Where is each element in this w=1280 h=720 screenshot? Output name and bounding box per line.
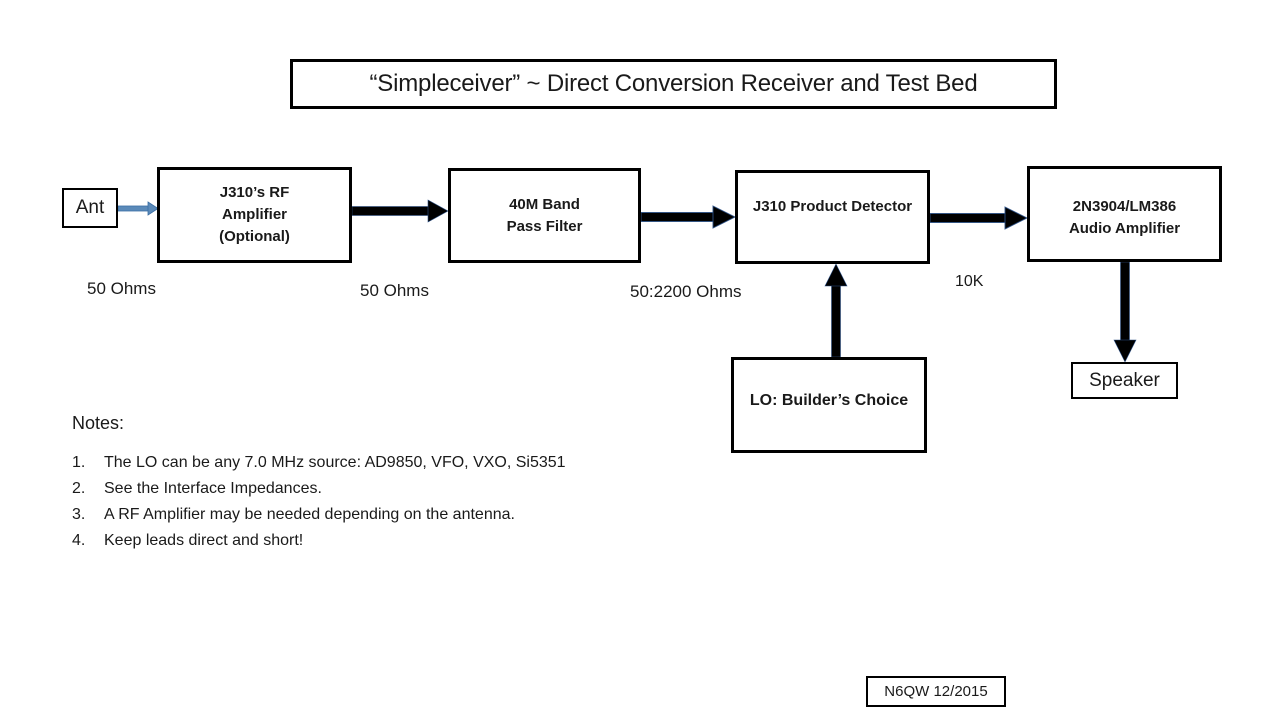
notes-list: 1. The LO can be any 7.0 MHz source: AD9… <box>72 450 692 554</box>
impedance-label-rf-amp: 50 Ohms <box>360 281 429 300</box>
credit-box: N6QW 12/2015 <box>866 676 1006 707</box>
audio-to-speaker-arrow <box>1113 261 1137 363</box>
notes-section: Notes: 1. The LO can be any 7.0 MHz sour… <box>72 413 692 554</box>
note-text: The LO can be any 7.0 MHz source: AD9850… <box>104 454 566 471</box>
rf-amplifier-block: J310’s RF Amplifier (Optional) <box>157 167 352 263</box>
band-pass-filter-line2: Pass Filter <box>506 217 583 235</box>
antenna-label: Ant <box>75 197 105 218</box>
note-text: A RF Amplifier may be needed depending o… <box>104 506 515 523</box>
note-item: 2. See the Interface Impedances. <box>72 476 692 502</box>
detector-to-audio-arrow <box>929 206 1029 230</box>
rf-amplifier-line3: (Optional) <box>219 228 290 245</box>
note-number: 2. <box>72 480 86 497</box>
impedance-label-ant: 50 Ohms <box>87 279 156 298</box>
ant-to-rfamp-arrow <box>117 201 159 216</box>
notes-heading: Notes: <box>72 413 125 433</box>
note-text: Keep leads direct and short! <box>104 532 304 549</box>
rfamp-to-bpf-arrow <box>351 199 449 223</box>
band-pass-filter-block: 40M Band Pass Filter <box>448 168 641 263</box>
note-number: 3. <box>72 506 86 523</box>
product-detector-block: J310 Product Detector <box>735 170 930 264</box>
local-oscillator-block: LO: Builder’s Choice <box>731 357 927 453</box>
note-item: 3. A RF Amplifier may be needed dependin… <box>72 502 692 528</box>
impedance-label-detector: 10K <box>955 273 984 290</box>
rf-amplifier-line2: Amplifier <box>221 206 287 223</box>
note-text: See the Interface Impedances. <box>104 480 322 497</box>
audio-amplifier-line2: Audio Amplifier <box>1068 220 1181 237</box>
speaker-label: Speaker <box>1089 369 1160 391</box>
product-detector-label: J310 Product Detector <box>752 198 913 215</box>
audio-amplifier-block: 2N3904/LM386 Audio Amplifier <box>1027 166 1222 262</box>
local-oscillator-label: LO: Builder’s Choice <box>749 392 909 409</box>
impedance-label-bpf: 50:2200 Ohms <box>630 282 742 301</box>
antenna-box: Ant <box>62 188 118 228</box>
rf-amplifier-line1: J310’s RF <box>219 184 290 201</box>
note-number: 4. <box>72 532 86 549</box>
speaker-box: Speaker <box>1071 362 1178 399</box>
note-item: 1. The LO can be any 7.0 MHz source: AD9… <box>72 450 692 476</box>
audio-amplifier-line1: 2N3904/LM386 <box>1072 198 1177 215</box>
lo-to-detector-arrow <box>824 263 848 358</box>
diagram-title: “Simpleceiver” ~ Direct Conversion Recei… <box>290 59 1057 109</box>
diagram-title-text: “Simpleceiver” ~ Direct Conversion Recei… <box>369 70 978 97</box>
credit-label: N6QW 12/2015 <box>884 683 988 700</box>
band-pass-filter-line1: 40M Band <box>509 195 580 213</box>
bpf-to-detector-arrow <box>640 205 737 229</box>
note-number: 1. <box>72 454 86 471</box>
note-item: 4. Keep leads direct and short! <box>72 528 692 554</box>
